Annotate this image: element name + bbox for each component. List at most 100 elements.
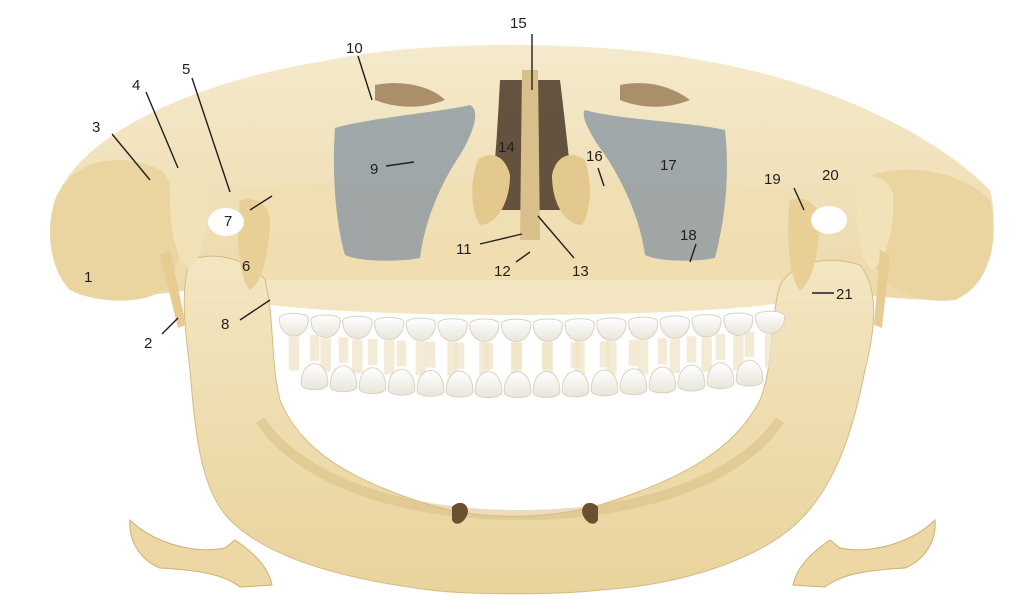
tooth (300, 363, 329, 391)
leader-19 (793, 187, 805, 211)
tooth (310, 314, 341, 338)
tooth-root (701, 337, 712, 372)
label-14: 14 (498, 139, 515, 156)
leader-5 (191, 77, 231, 193)
tooth-root (570, 342, 581, 369)
tooth-root (606, 341, 617, 376)
label-16: 16 (586, 148, 603, 165)
tooth-root (512, 342, 523, 369)
left-mental-foramen (452, 502, 468, 524)
tooth-root (309, 334, 320, 361)
label-21: 21 (836, 286, 853, 303)
left-temporal-region (50, 160, 181, 301)
leader-10 (357, 55, 373, 101)
tooth-root (657, 338, 668, 365)
leader-7 (249, 195, 273, 211)
tooth (659, 315, 690, 339)
tooth (677, 364, 706, 392)
tooth-root (669, 339, 681, 374)
nasal-septum (520, 70, 540, 240)
leader-18 (689, 243, 697, 263)
label-10: 10 (346, 40, 363, 57)
tooth-root (383, 340, 395, 375)
leader-12 (515, 251, 531, 263)
tooth (532, 371, 561, 398)
leader-9 (385, 161, 415, 167)
label-18: 18 (680, 227, 697, 244)
left-condyle (169, 175, 209, 270)
right-hyoid (792, 518, 936, 588)
tooth-root (288, 336, 300, 371)
right-maxillary-sinus (583, 110, 727, 261)
tooth (755, 310, 786, 334)
tooth (445, 370, 474, 398)
label-5: 5 (182, 61, 190, 78)
left-coronoid (238, 198, 271, 290)
tooth-root (628, 339, 639, 366)
leader-16 (597, 167, 605, 187)
right-nasal-concha (552, 155, 590, 225)
label-15: 15 (510, 15, 527, 32)
tooth-root (733, 336, 744, 371)
label-6: 6 (242, 258, 250, 275)
leader-3 (111, 133, 151, 181)
leader-13 (537, 215, 575, 259)
leader-lines (111, 34, 834, 335)
leader-8 (239, 299, 271, 321)
label-2: 2 (144, 335, 152, 352)
leader-2 (161, 317, 179, 335)
tooth-root (715, 333, 726, 360)
label-1: 1 (84, 269, 92, 286)
tooth-root (599, 341, 610, 368)
right-condyle (856, 176, 894, 270)
lower-teeth (300, 331, 764, 399)
labels: 1 2 3 4 5 6 7 8 9 10 11 12 13 14 15 16 1… (84, 15, 853, 352)
tooth-root (352, 339, 363, 374)
upper-teeth (278, 310, 786, 377)
tooth (503, 371, 532, 399)
tooth (374, 316, 405, 341)
label-8: 8 (221, 316, 229, 333)
label-20: 20 (822, 167, 839, 184)
tooth (628, 316, 659, 340)
tooth (561, 370, 590, 398)
left-hyoid (129, 518, 273, 588)
tooth (416, 370, 445, 397)
label-7: 7 (224, 213, 232, 230)
tooth (405, 317, 436, 341)
leader-4 (145, 91, 179, 169)
tooth (619, 368, 648, 396)
left-styloid-process (160, 250, 186, 328)
label-9: 9 (370, 161, 378, 178)
tooth (501, 318, 532, 342)
tooth-root (744, 331, 755, 358)
leader-11 (479, 233, 523, 245)
mandible-inner-shadow (255, 417, 785, 521)
tooth-root (454, 342, 465, 369)
left-orbit-floor (375, 83, 445, 107)
tooth-root (415, 341, 427, 376)
tooth (342, 315, 373, 340)
tooth (590, 369, 619, 397)
label-12: 12 (494, 263, 511, 280)
tooth (387, 368, 416, 396)
tooth (706, 362, 735, 390)
right-orbit-floor (620, 83, 690, 107)
left-sigmoid-notch (208, 208, 244, 236)
tooth-root (320, 338, 331, 373)
right-sigmoid-notch (811, 206, 847, 234)
tooth (278, 312, 309, 337)
tooth (723, 312, 754, 336)
tooth-root (338, 337, 349, 364)
right-mental-foramen (582, 502, 598, 524)
label-13: 13 (572, 263, 589, 280)
tooth (437, 318, 468, 342)
tooth-root (764, 334, 776, 369)
tooth (474, 371, 503, 399)
left-maxillary-sinus (333, 105, 476, 261)
tooth (564, 318, 595, 342)
tooth-root (483, 342, 494, 369)
tooth-root (541, 342, 552, 369)
